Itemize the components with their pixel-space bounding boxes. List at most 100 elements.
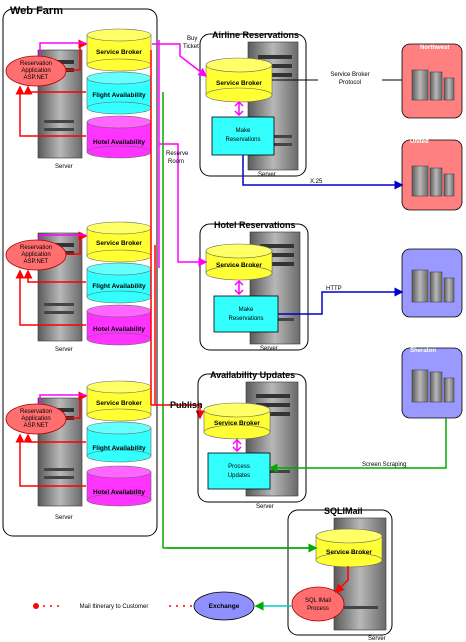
hotel-service-broker-db[interactable]: Service Broker (205, 243, 273, 281)
publish-label: Publish (170, 400, 203, 410)
server-label: Server (256, 504, 274, 510)
trunk-lines (150, 40, 205, 548)
availability-service-broker-db[interactable]: Service Broker (203, 402, 271, 440)
svg-text:Hotel Availability: Hotel Availability (93, 139, 145, 146)
server-label: Server (258, 172, 276, 178)
web-server-2: Server Reservation Application ASP.NET S… (5, 221, 152, 353)
hotel-reservations-group: Hotel Reservations Server Service Broker… (199, 220, 309, 352)
hilton-system: Hilton (401, 244, 463, 318)
svg-text:Reserve: Reserve (166, 151, 189, 157)
x25-connector: X.25 (242, 155, 404, 190)
screen-scraping-connector: Screen Scraping (268, 418, 447, 473)
db-flight-availability[interactable]: Flight Availability (86, 71, 152, 115)
svg-text:X.25: X.25 (310, 179, 323, 185)
reservation-app[interactable] (5, 403, 67, 435)
db-service-broker[interactable]: Service Broker (86, 380, 152, 422)
web-farm-border (2, 8, 158, 537)
reserve-room-connector: Reserve Room (159, 143, 208, 267)
svg-text:Service Broker: Service Broker (214, 420, 260, 427)
app-label-line1: Reservation (20, 245, 52, 251)
db-service-broker[interactable]: Service Broker (86, 28, 152, 72)
http-connector: HTTP (278, 286, 404, 315)
northwest-system: Northwest (401, 43, 463, 119)
svg-text:Flight Availability: Flight Availability (92, 283, 146, 290)
hilton-label: Hilton (410, 244, 427, 250)
svg-text:Ticket: Ticket (183, 44, 199, 50)
process-updates[interactable]: Process Updates (207, 452, 271, 490)
availability-title: Availability Updates (210, 370, 295, 380)
sql-imail-process[interactable]: SQL IMail Process (291, 586, 345, 622)
hotel-border (199, 223, 309, 351)
northwest-label: Northwest (420, 45, 449, 51)
db-hotel-availability[interactable]: Hotel Availability (86, 465, 152, 507)
svg-text:Make: Make (236, 128, 251, 134)
db-service-broker[interactable]: Service Broker (86, 221, 152, 263)
availability-feed-connector (163, 438, 318, 553)
server-label: Server (55, 515, 73, 521)
reservation-app[interactable] (5, 239, 67, 271)
svg-text:Exchange: Exchange (209, 603, 240, 610)
united-system: United (401, 139, 463, 211)
availability-updates-group: Availability Updates Server Service Brok… (197, 370, 307, 510)
app-label-line2: Application (21, 416, 50, 422)
sheraton-label: Sheraton (410, 348, 436, 354)
web-farm-title: Web Farm (10, 5, 63, 17)
app-label-line1: Reservation (20, 61, 52, 67)
svg-text:Buy: Buy (187, 36, 197, 42)
mail-itinerary-connector: Mail Itinerary to Customer (33, 600, 194, 610)
svg-text:Screen Scraping: Screen Scraping (362, 462, 406, 468)
svg-text:Reservations: Reservations (228, 316, 263, 322)
svg-text:Mail Itinerary to Customer: Mail Itinerary to Customer (80, 604, 149, 610)
app-label-line2: Application (21, 68, 50, 74)
svg-text:Process: Process (228, 464, 250, 470)
svg-text:Service Broker: Service Broker (216, 262, 262, 269)
web-server-1: Server Reservation Application ASP.NET S… (5, 28, 152, 170)
db-hotel-availability[interactable]: Hotel Availability (86, 304, 152, 346)
sqlimail-group: SQLIMail Server Service Broker SQL IMail… (287, 506, 393, 642)
db-flight-availability[interactable]: Flight Availability (86, 262, 152, 304)
server-label: Server (55, 164, 73, 170)
server-label: Server (55, 347, 73, 353)
svg-text:Make: Make (239, 307, 254, 313)
svg-text:Flight Availability: Flight Availability (92, 92, 146, 99)
availability-border (197, 373, 307, 503)
server-label: Server (260, 346, 278, 352)
airline-title: Airline Reservations (212, 30, 299, 40)
svg-text:Service Broker: Service Broker (96, 400, 142, 407)
sheraton-system: Sheraton (401, 347, 463, 419)
sqlimail-service-broker-db[interactable]: Service Broker (315, 528, 383, 568)
svg-text:Flight Availability: Flight Availability (92, 445, 146, 452)
app-label-line2: Application (21, 252, 50, 258)
svg-text:Service Broker: Service Broker (216, 80, 262, 87)
sqlimail-title: SQLIMail (324, 506, 363, 516)
svg-text:Room: Room (168, 159, 184, 165)
svg-text:HTTP: HTTP (326, 286, 342, 292)
svg-text:SQL IMail: SQL IMail (305, 598, 331, 604)
svg-text:Service Broker: Service Broker (96, 49, 142, 56)
sqlimail-border (287, 509, 393, 636)
svg-text:Reservations: Reservations (225, 137, 260, 143)
svg-text:Process: Process (307, 606, 329, 612)
united-label: United (410, 139, 429, 145)
db-hotel-availability[interactable]: Hotel Availability (86, 115, 152, 159)
svg-text:Hotel Availability: Hotel Availability (93, 326, 145, 333)
app-label-line1: Reservation (20, 409, 52, 415)
svg-text:Service Broker: Service Broker (330, 72, 369, 78)
app-label-line3: ASP.NET (24, 75, 49, 81)
airline-border (199, 33, 307, 177)
svg-text:Service Broker: Service Broker (326, 549, 372, 556)
web-server-3: Server Reservation Application ASP.NET S… (5, 380, 152, 521)
svg-text:Updates: Updates (228, 473, 250, 479)
svg-text:Hotel Availability: Hotel Availability (93, 489, 145, 496)
server-label: Server (368, 636, 386, 642)
db-flight-availability[interactable]: Flight Availability (86, 421, 152, 463)
sb-protocol-connector: Service Broker Protocol (272, 70, 402, 88)
svg-text:Service Broker: Service Broker (96, 240, 142, 247)
make-reservations-hotel[interactable]: Make Reservations (213, 295, 279, 333)
exchange-node[interactable]: Exchange (193, 591, 255, 621)
airline-service-broker-db[interactable]: Service Broker (205, 57, 273, 103)
make-reservations-airline[interactable]: Make Reservations (211, 116, 275, 156)
svg-text:Protocol: Protocol (339, 80, 361, 86)
reservation-app[interactable] (5, 55, 67, 87)
